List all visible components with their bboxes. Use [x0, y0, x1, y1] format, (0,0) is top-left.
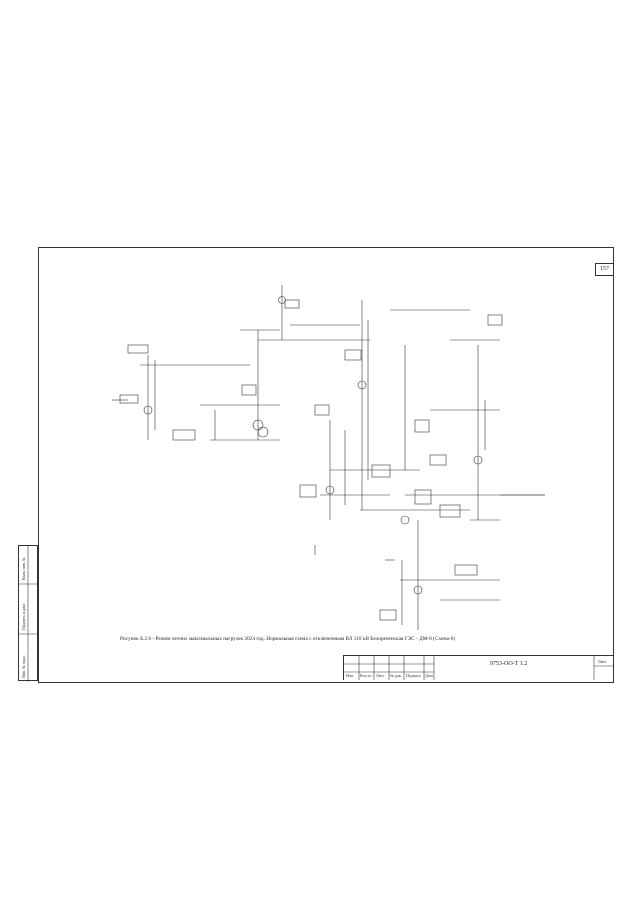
stamp-header-sheet: Лист: [376, 673, 385, 678]
stamp-header-doc: № док.: [390, 673, 402, 678]
figure-caption: Рисунок Б.2.6 - Режим летних максимальны…: [120, 636, 456, 642]
sheet-number-box: 157: [595, 263, 614, 276]
document-code: 9753-ОО-Т 1.2: [490, 661, 528, 667]
title-block-stamp: Изм. Кол.уч. Лист № док. Подпись Дата: [343, 655, 614, 680]
stamp-header-date: Дата: [425, 673, 433, 678]
side-label-signature: Подпись и дата: [21, 603, 26, 630]
side-approval-panel: Инв. № подл. Подпись и дата Взам. инв. №: [18, 545, 39, 682]
side-label-replace: Взам. инв. №: [21, 557, 26, 580]
drawing-sheet-frame: [38, 247, 614, 683]
sheet-label: Лист: [598, 659, 607, 664]
side-label-inv: Инв. № подл.: [21, 655, 26, 678]
stamp-header-sign: Подпись: [406, 673, 421, 678]
stamp-header-change: Изм.: [346, 673, 354, 678]
stamp-header-qty: Кол.уч.: [360, 673, 373, 678]
